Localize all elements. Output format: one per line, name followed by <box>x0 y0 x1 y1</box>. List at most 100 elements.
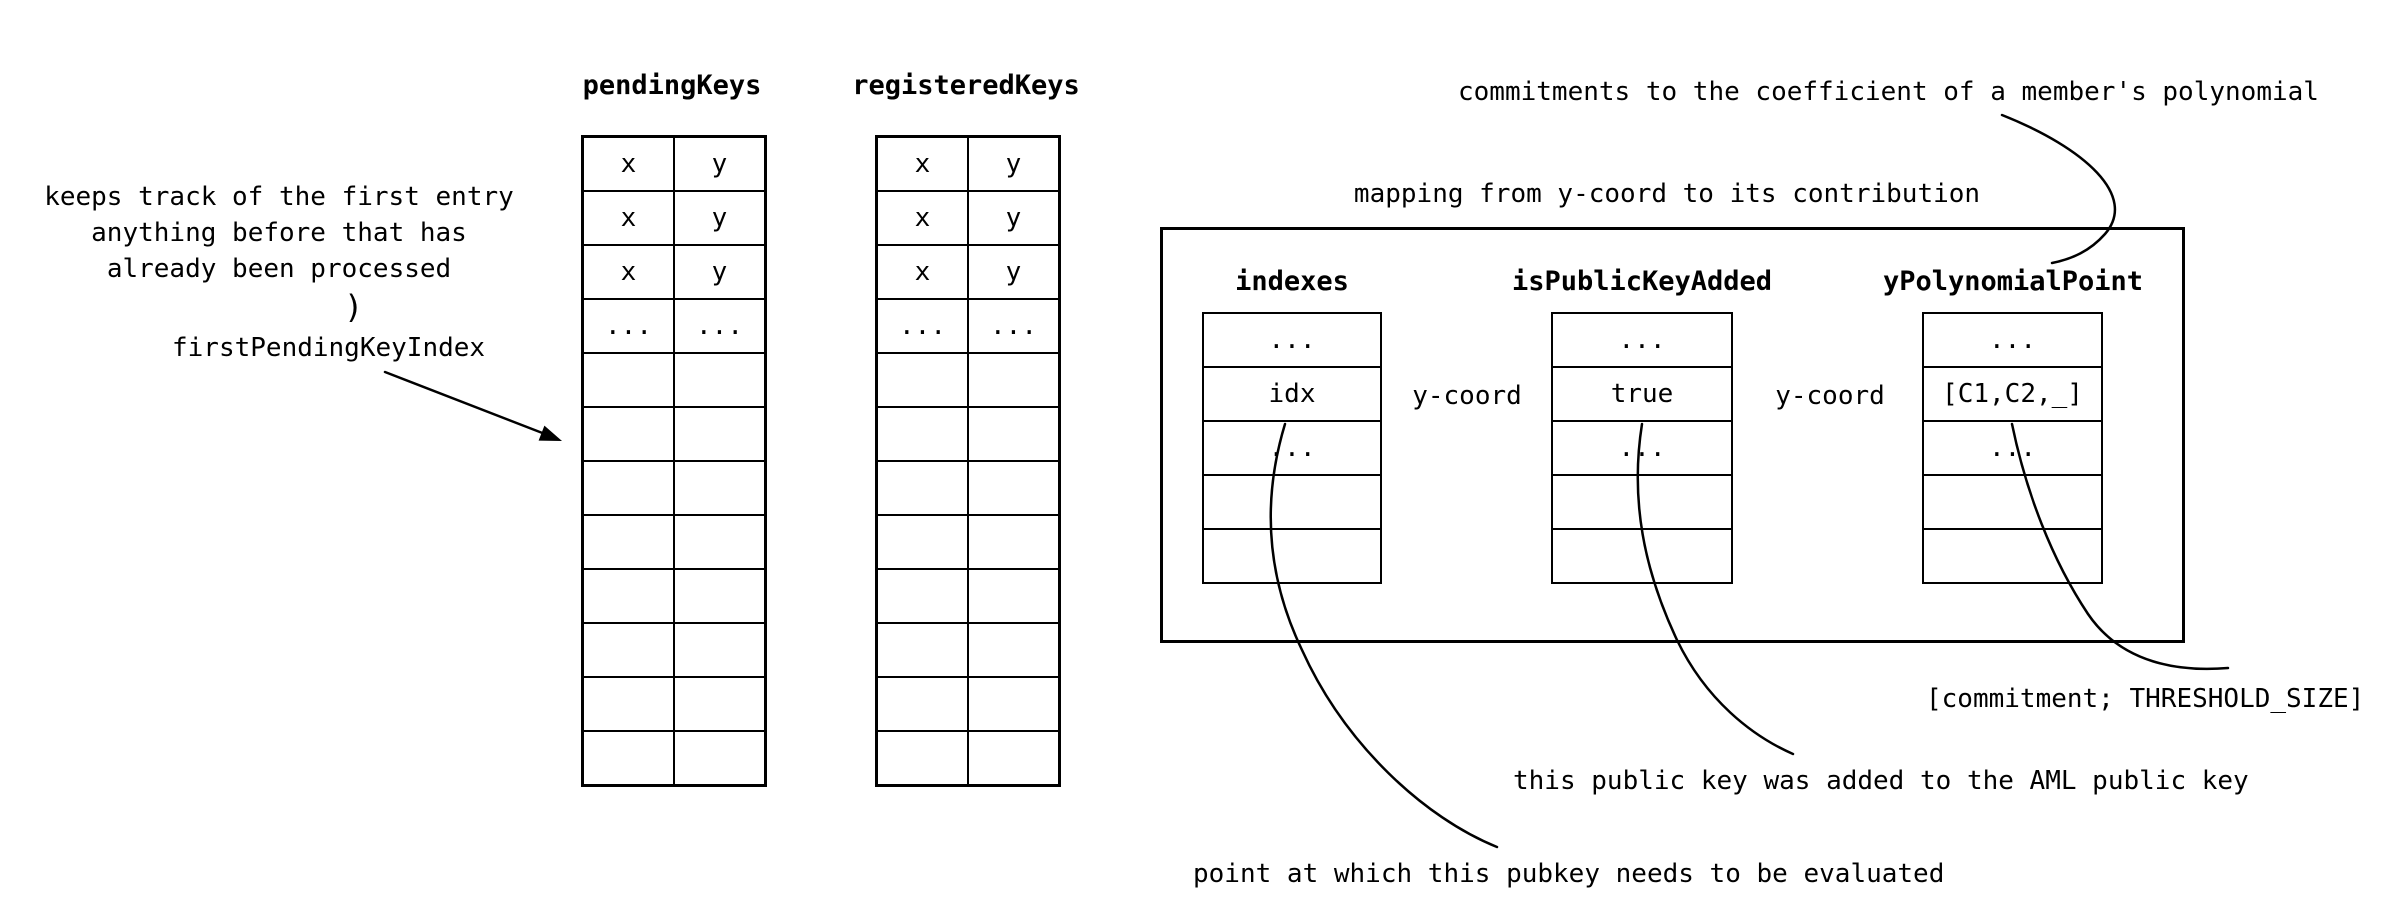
table-cell: ... <box>1202 420 1382 476</box>
table-cell: x <box>581 244 675 300</box>
mapping-box <box>1160 227 2185 643</box>
table-cell <box>967 568 1061 624</box>
table-cell: [C1,C2,_] <box>1922 366 2103 422</box>
table-row <box>875 460 1061 516</box>
table-row: ... <box>1202 420 1382 476</box>
note-line-1: keeps track of the first entry <box>44 182 514 212</box>
table-row <box>1551 528 1733 584</box>
table-row <box>1202 474 1382 530</box>
table-cell: ... <box>1551 420 1733 476</box>
table-cell: x <box>875 244 969 300</box>
commitment-threshold-label: [commitment; THRESHOLD_SIZE] <box>1926 684 2365 714</box>
table-cell <box>967 676 1061 732</box>
y-coord-label-2: y-coord <box>1775 381 1885 411</box>
table-cell <box>967 352 1061 408</box>
table-cell <box>875 352 969 408</box>
table-cell <box>581 406 675 462</box>
table-cell: true <box>1551 366 1733 422</box>
table-row <box>1922 474 2103 530</box>
table-cell <box>581 676 675 732</box>
table-cell <box>1202 528 1382 584</box>
first-pending-key-arrowhead <box>538 425 562 441</box>
table-row: true <box>1551 366 1733 422</box>
table-row <box>581 730 767 787</box>
table-row <box>1551 474 1733 530</box>
table-row <box>875 352 1061 408</box>
table-cell <box>581 622 675 678</box>
table-cell <box>875 406 969 462</box>
table-cell: y <box>967 190 1061 246</box>
table-cell <box>875 622 969 678</box>
is-public-key-added-table: ... true ... <box>1551 312 1733 584</box>
public-key-added-annotation: this public key was added to the AML pub… <box>1513 766 2249 796</box>
table-row <box>581 514 767 570</box>
table-cell: ... <box>1922 420 2103 476</box>
table-cell <box>673 352 767 408</box>
table-cell <box>967 730 1061 787</box>
table-cell <box>967 460 1061 516</box>
table-cell: y <box>967 135 1061 192</box>
table-cell <box>967 406 1061 462</box>
table-cell <box>1922 528 2103 584</box>
evaluation-point-annotation: point at which this pubkey needs to be e… <box>1193 859 1945 889</box>
table-cell <box>967 514 1061 570</box>
table-row: ...... <box>581 298 767 354</box>
table-cell: y <box>967 244 1061 300</box>
table-cell <box>875 568 969 624</box>
table-row: ...... <box>875 298 1061 354</box>
table-cell: ... <box>967 298 1061 354</box>
table-cell: y <box>673 244 767 300</box>
table-cell <box>581 730 675 787</box>
table-cell: ... <box>1202 312 1382 368</box>
table-row: ... <box>1551 312 1733 368</box>
table-row <box>875 568 1061 624</box>
table-cell <box>967 622 1061 678</box>
table-row <box>581 622 767 678</box>
table-cell: y <box>673 135 767 192</box>
table-row: idx <box>1202 366 1382 422</box>
table-cell: ... <box>1922 312 2103 368</box>
mapping-box-caption: mapping from y-coord to its contribution <box>1353 179 1981 209</box>
table-cell <box>673 730 767 787</box>
table-cell: x <box>875 135 969 192</box>
table-cell: y <box>673 190 767 246</box>
table-row <box>581 460 767 516</box>
table-cell: ... <box>673 298 767 354</box>
table-cell: ... <box>1551 312 1733 368</box>
table-cell <box>1551 528 1733 584</box>
table-cell <box>673 406 767 462</box>
table-row: ... <box>1551 420 1733 476</box>
table-cell <box>673 676 767 732</box>
table-cell <box>581 568 675 624</box>
table-row <box>875 730 1061 787</box>
table-cell: idx <box>1202 366 1382 422</box>
table-cell: ... <box>875 298 969 354</box>
first-pending-key-note: keeps track of the first entry anything … <box>29 179 529 287</box>
table-cell <box>581 460 675 516</box>
registered-keys-title: registeredKeys <box>852 70 1080 101</box>
table-cell: x <box>875 190 969 246</box>
table-row <box>581 568 767 624</box>
table-row <box>875 514 1061 570</box>
note-line-2: anything before that has <box>91 218 467 248</box>
table-row <box>1922 528 2103 584</box>
table-cell <box>673 460 767 516</box>
first-pending-key-index-label: firstPendingKeyIndex <box>172 333 486 363</box>
table-cell <box>875 676 969 732</box>
table-row <box>581 352 767 408</box>
y-polynomial-point-table: ... [C1,C2,_] ... <box>1922 312 2103 584</box>
connector-paren: ) <box>344 288 364 326</box>
table-cell <box>1922 474 2103 530</box>
table-row <box>1202 528 1382 584</box>
table-cell <box>673 568 767 624</box>
table-cell <box>673 622 767 678</box>
table-cell <box>673 514 767 570</box>
table-row: [C1,C2,_] <box>1922 366 2103 422</box>
